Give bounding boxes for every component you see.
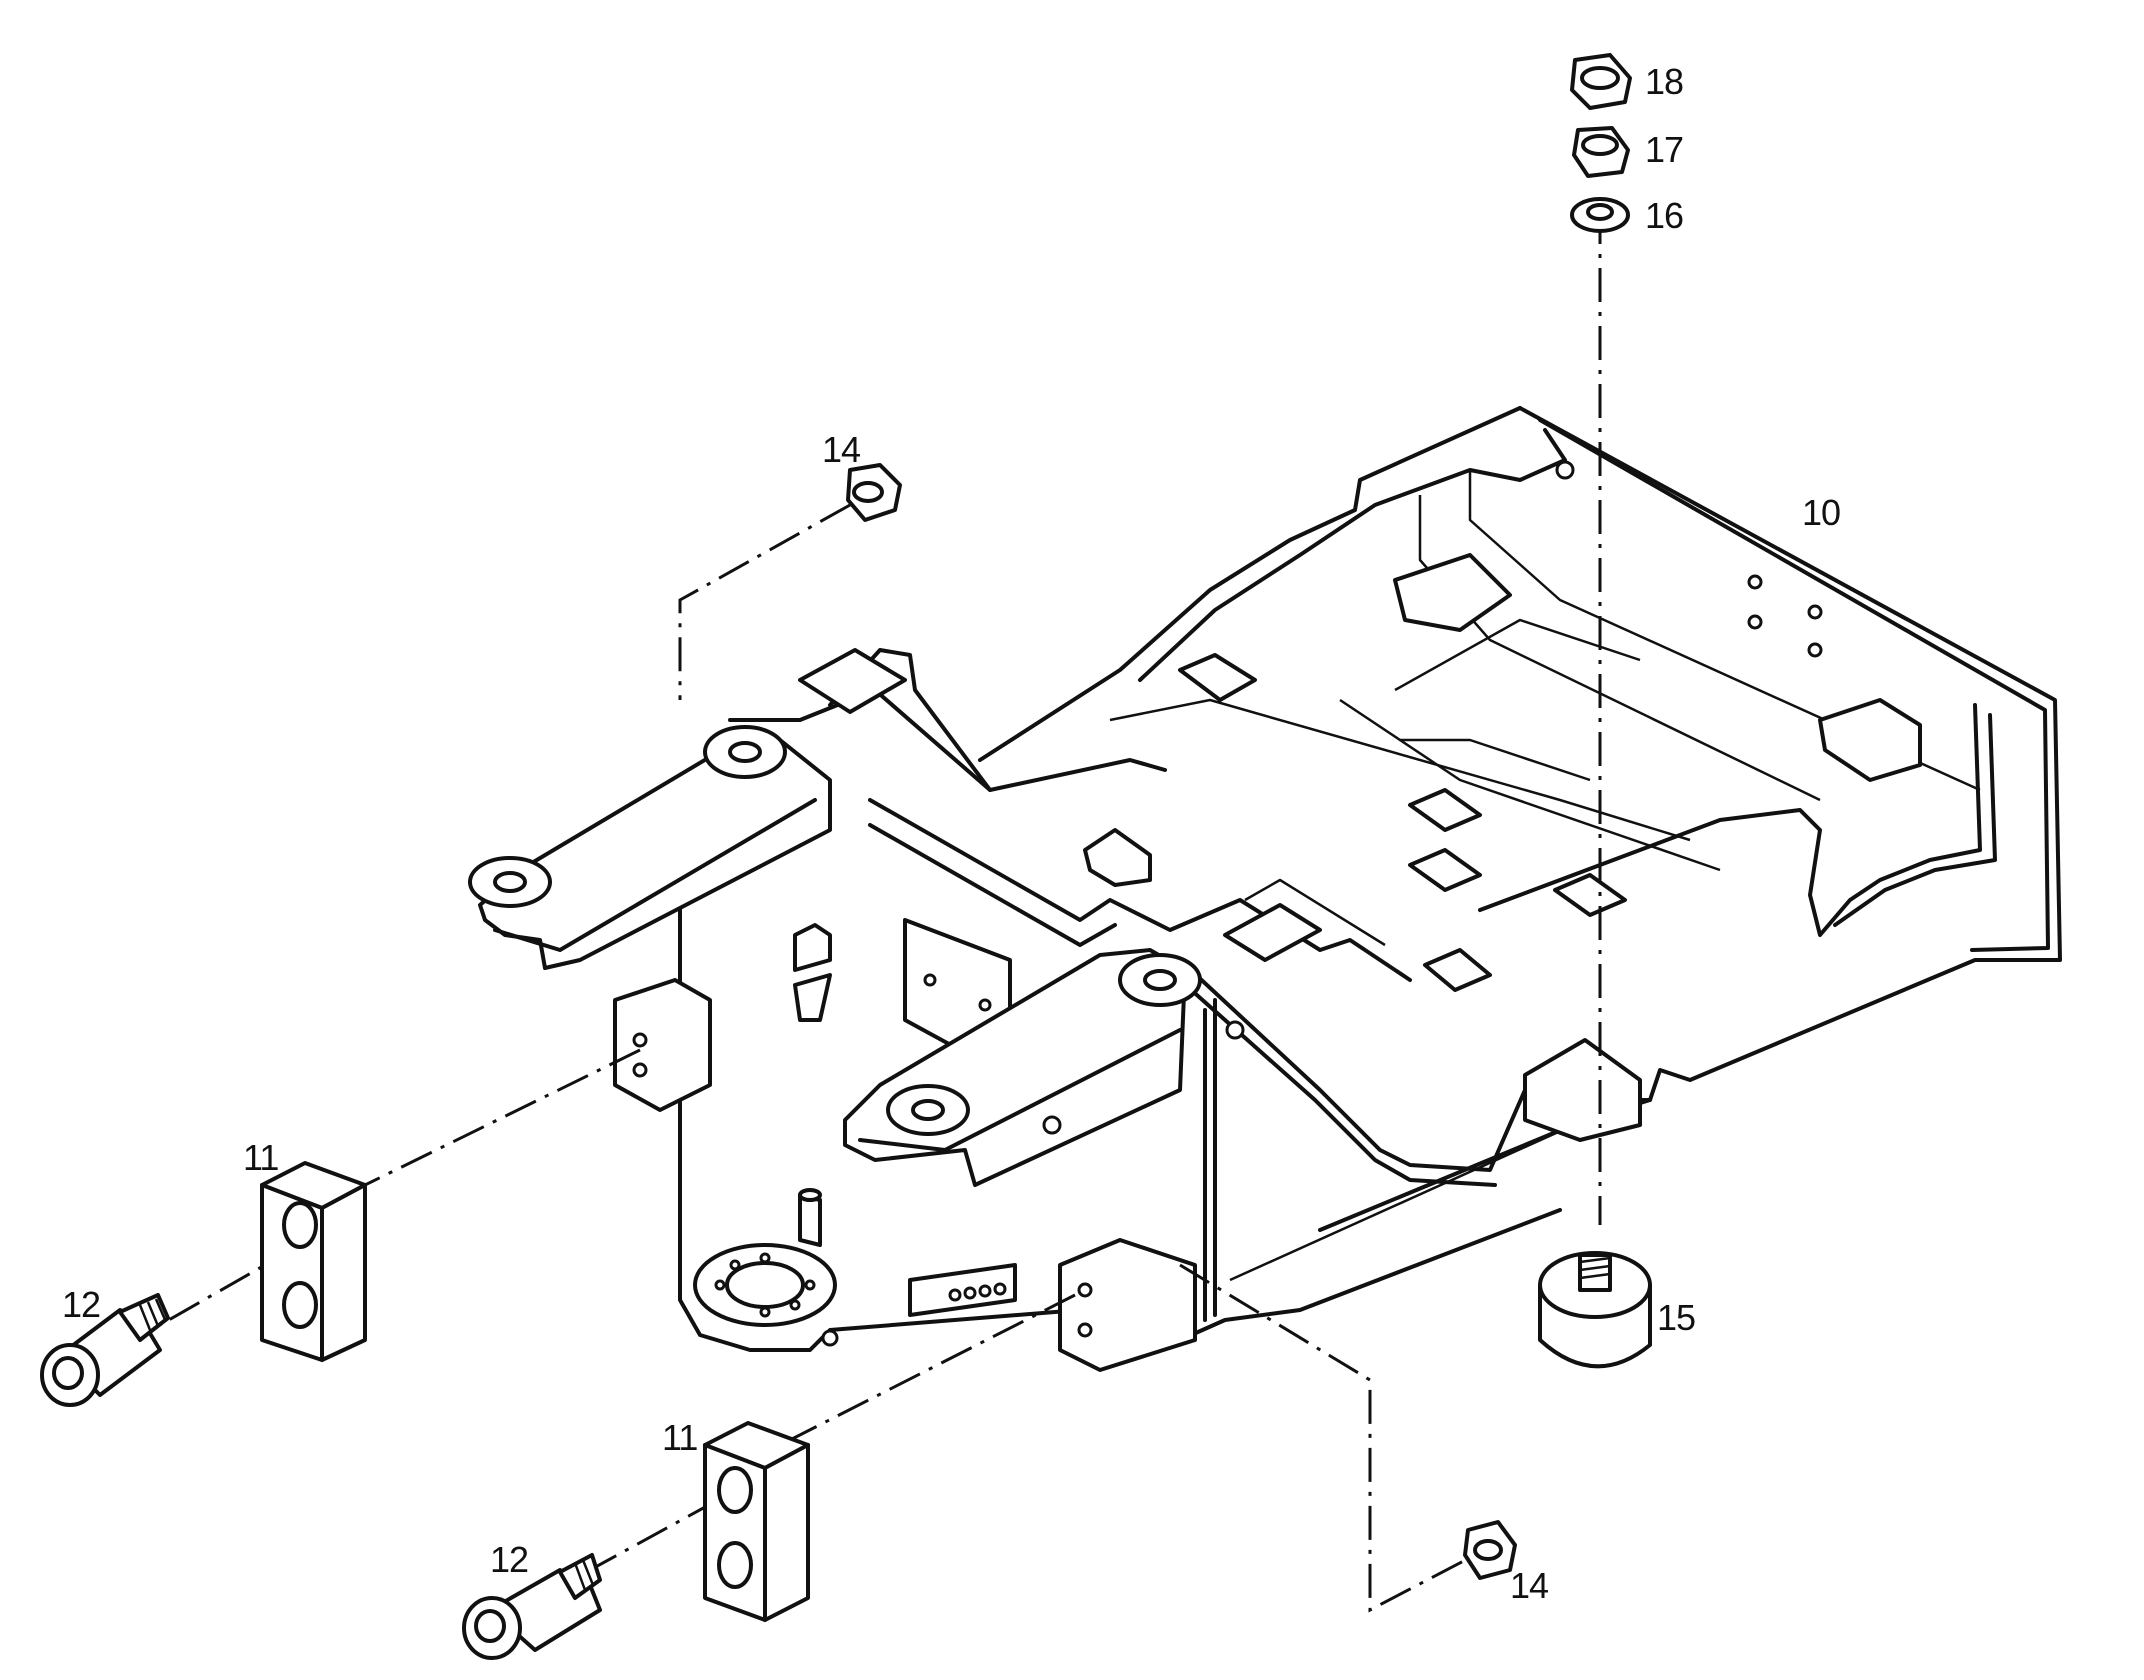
front-brackets	[613, 978, 1642, 1372]
callout-15: 15	[1657, 1297, 1695, 1338]
right-arm	[843, 948, 1202, 1187]
callout-14-lower: 14	[1510, 1565, 1548, 1606]
mounting-pads	[798, 553, 1922, 992]
callout-12-right: 12	[490, 1539, 528, 1580]
left-arm	[468, 725, 832, 970]
callout-18: 18	[1645, 61, 1683, 102]
lock-nut	[1570, 53, 1632, 110]
cap-screw-left	[40, 1293, 170, 1407]
rubber-mount	[1538, 1251, 1652, 1369]
callout-11-right: 11	[662, 1417, 697, 1458]
assembly-centerlines	[159, 210, 1602, 1613]
hex-nut	[1572, 126, 1630, 178]
callout-16: 16	[1645, 195, 1683, 236]
callout-12-left: 12	[62, 1284, 100, 1325]
callout-11-left: 11	[243, 1137, 278, 1178]
callout-14-upper: 14	[822, 429, 860, 470]
callout-10: 10	[1802, 492, 1840, 533]
frame-assembly	[678, 406, 2062, 1352]
nut-upper	[846, 463, 902, 522]
cap-screw-right	[462, 1553, 602, 1660]
spacer-block-left	[260, 1161, 367, 1362]
side-wall-holes	[1225, 460, 1823, 1040]
nut-lower	[1463, 1520, 1517, 1580]
washer	[1570, 197, 1630, 233]
spacer-block-right	[703, 1421, 810, 1622]
callout-17: 17	[1645, 129, 1683, 170]
